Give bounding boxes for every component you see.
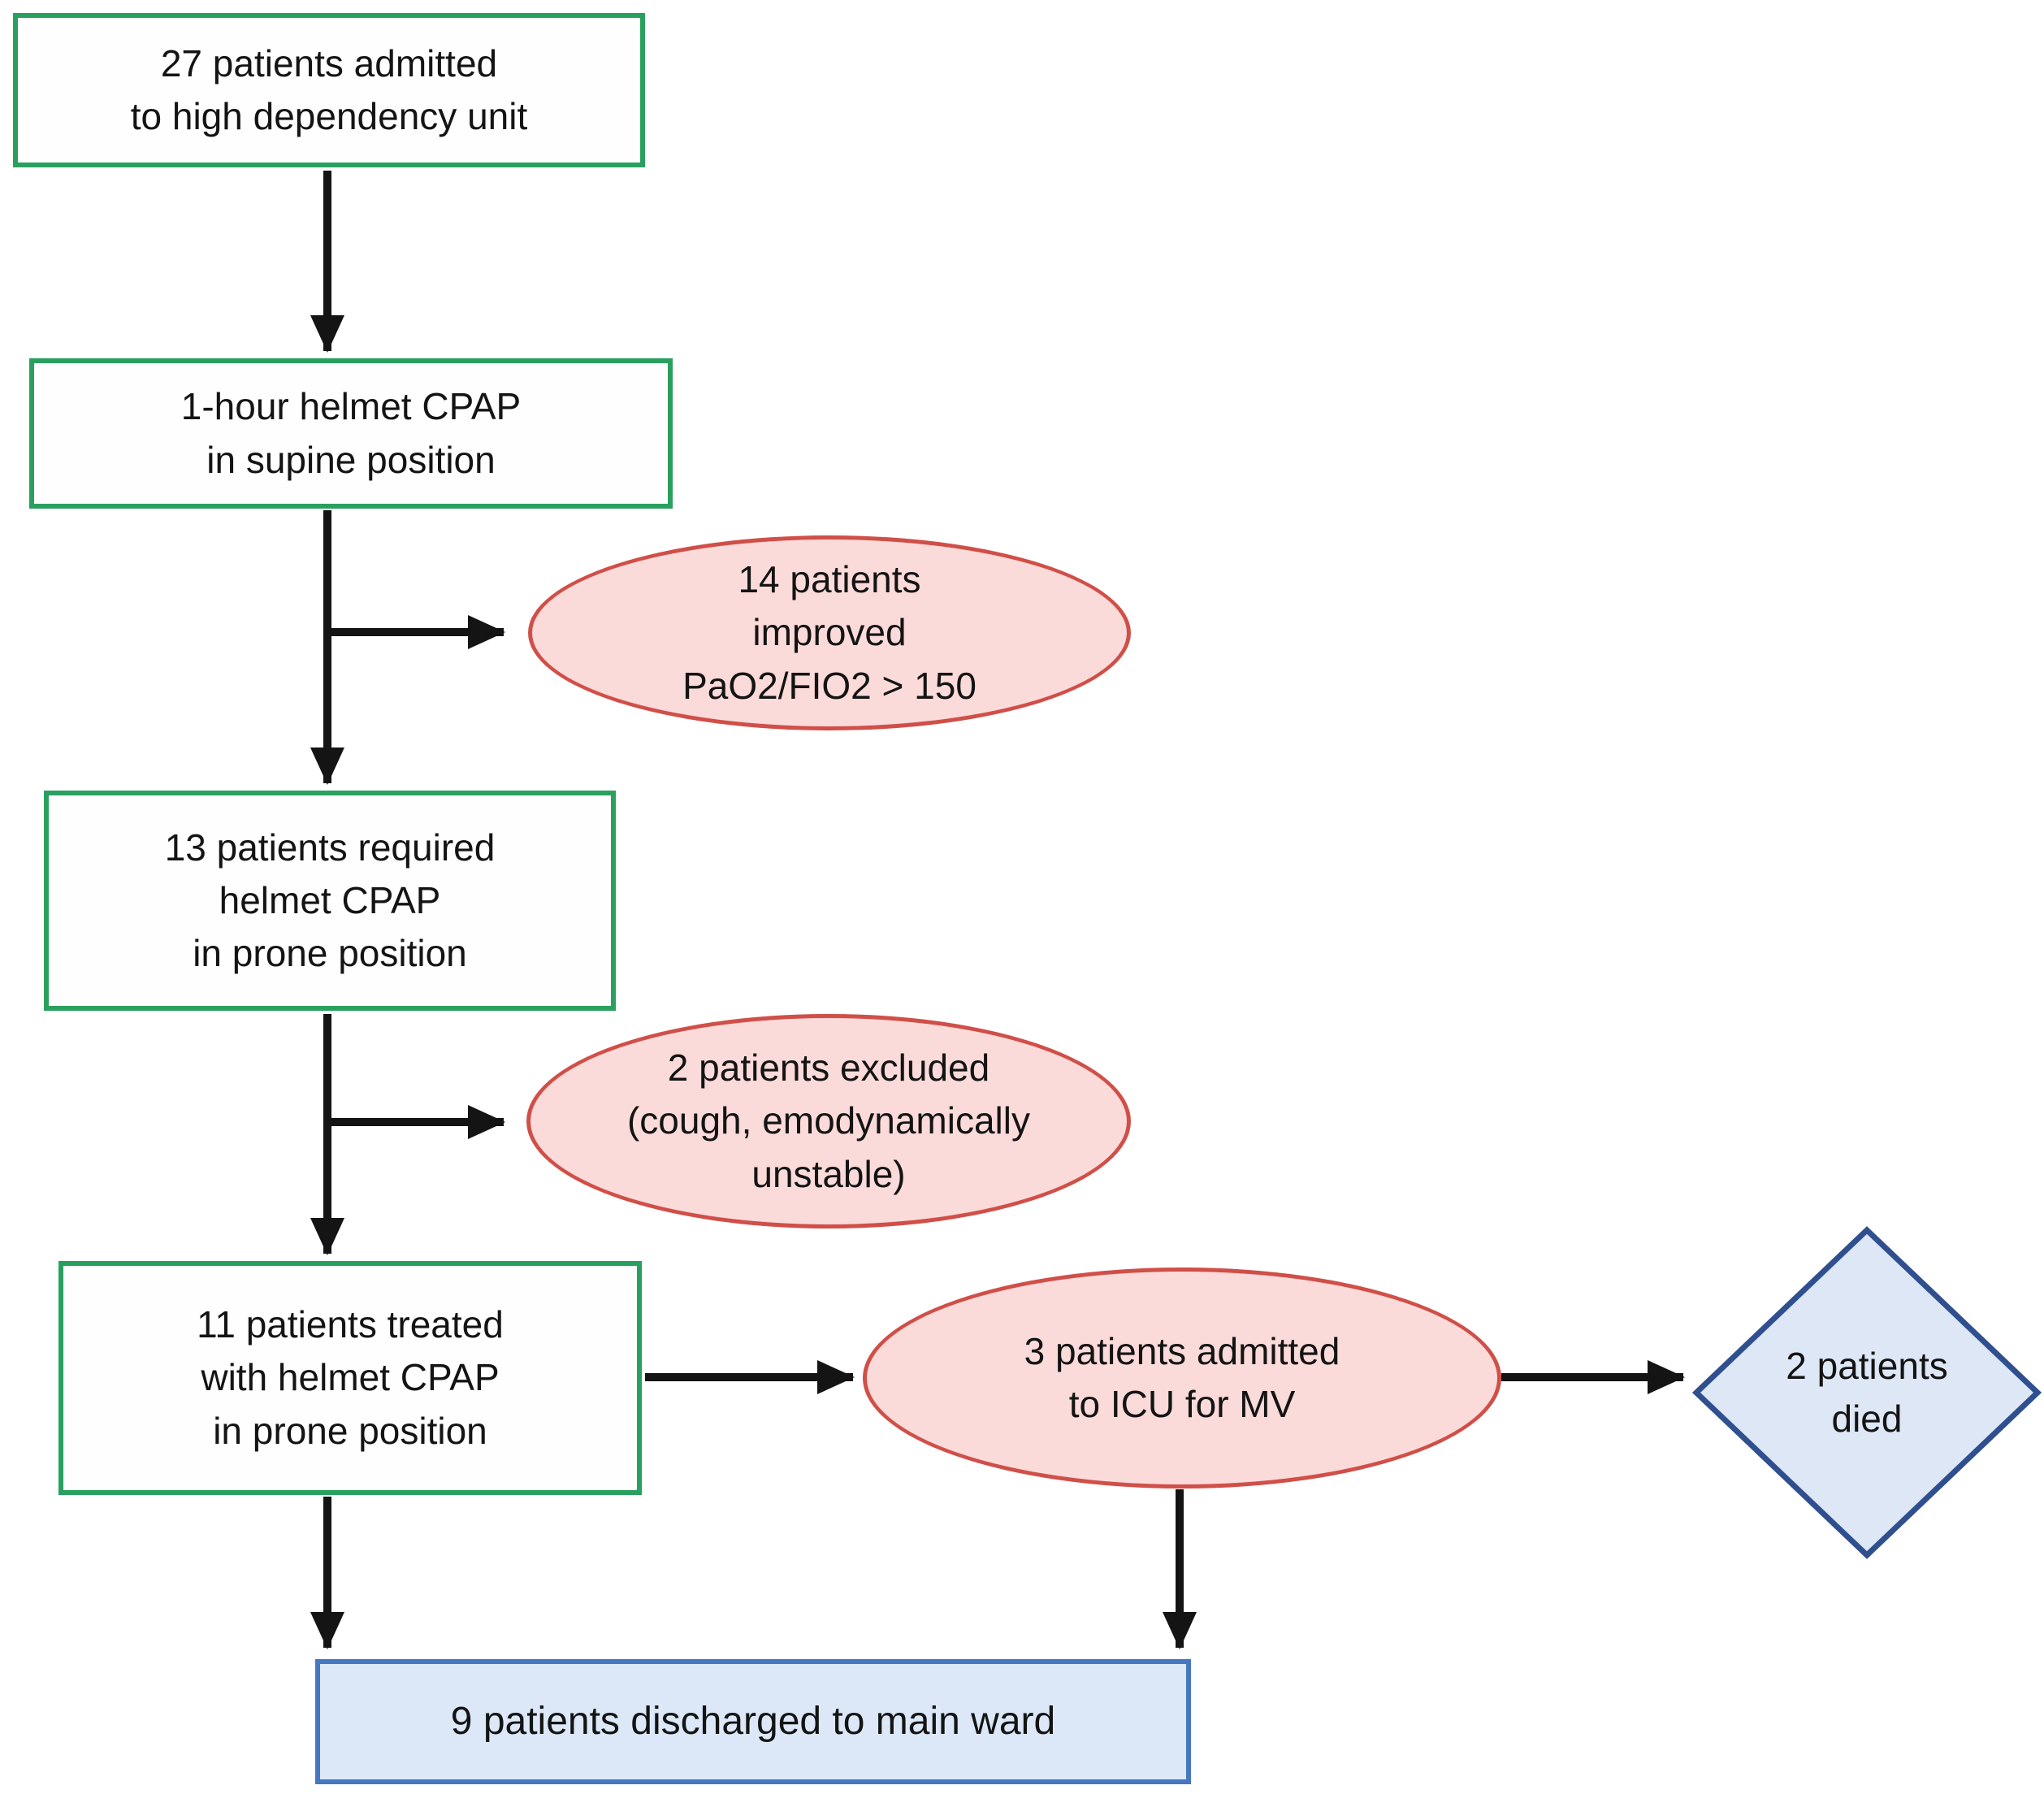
node-prone-treated: 11 patients treated with helmet CPAP in … bbox=[58, 1261, 642, 1495]
node-improved-label: 14 patients improved PaO2/FIO2 > 150 bbox=[682, 558, 977, 707]
node-excluded: 2 patients excluded (cough, emodynamical… bbox=[526, 1014, 1131, 1228]
node-excluded-label: 2 patients excluded (cough, emodynamical… bbox=[626, 1046, 1030, 1195]
node-discharged: 9 patients discharged to main ward bbox=[315, 1659, 1191, 1784]
node-prone-treated-label: 11 patients treated with helmet CPAP in … bbox=[197, 1303, 504, 1452]
node-died-diamond bbox=[1691, 1226, 2042, 1559]
node-died-label: 2 patients died bbox=[1786, 1344, 1948, 1440]
node-icu: 3 patients admitted to ICU for MV bbox=[863, 1268, 1501, 1488]
node-supine-cpap: 1-hour helmet CPAP in supine position bbox=[29, 358, 673, 509]
node-admitted: 27 patients admitted to high dependency … bbox=[13, 13, 645, 167]
node-discharged-label: 9 patients discharged to main ward bbox=[450, 1699, 1056, 1743]
node-icu-label: 3 patients admitted to ICU for MV bbox=[1024, 1329, 1340, 1425]
node-died: 2 patients died bbox=[1729, 1303, 2005, 1482]
node-prone-required-label: 13 patients required helmet CPAP in pron… bbox=[164, 826, 496, 975]
node-admitted-label: 27 patients admitted to high dependency … bbox=[130, 41, 528, 137]
node-prone-required: 13 patients required helmet CPAP in pron… bbox=[44, 791, 616, 1011]
node-supine-cpap-label: 1-hour helmet CPAP in supine position bbox=[180, 385, 522, 481]
node-improved: 14 patients improved PaO2/FIO2 > 150 bbox=[528, 535, 1131, 730]
